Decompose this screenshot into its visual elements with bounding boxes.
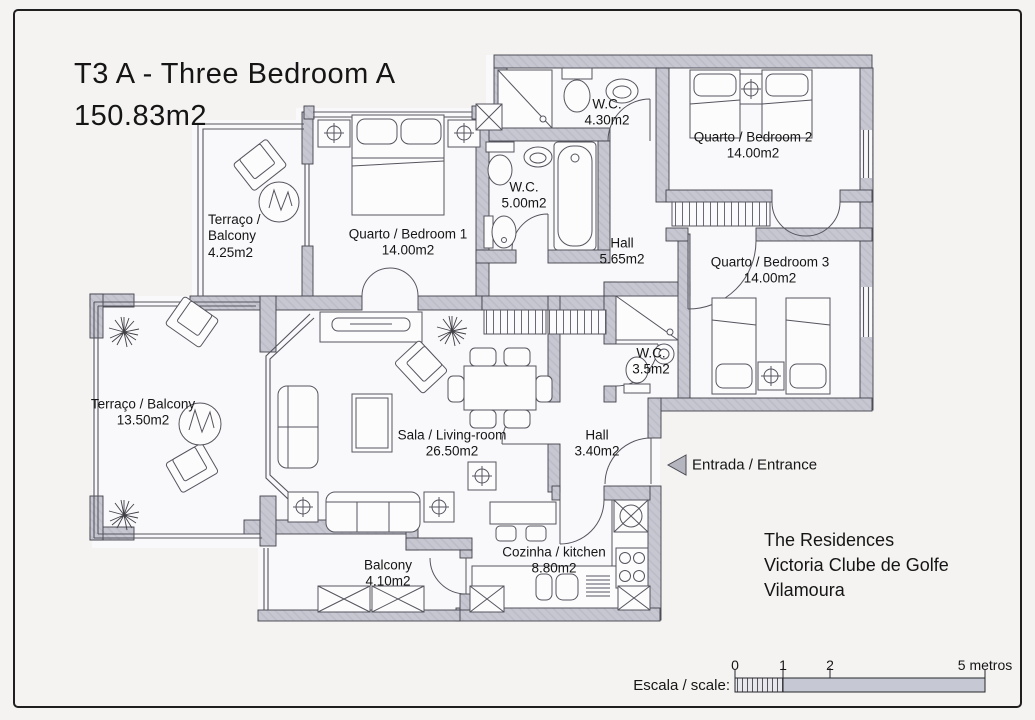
door-bedroom3 <box>687 240 757 310</box>
hob-icon <box>615 547 649 589</box>
sofa-icon <box>325 491 421 533</box>
shower-icon <box>615 295 679 341</box>
plan-title: T3 A - Three Bedroom A <box>74 58 396 90</box>
scale-tick-1: 1 <box>779 657 787 673</box>
window-bedroom3-east <box>861 287 872 337</box>
wardrobe-icon <box>483 201 771 335</box>
terrace-small-railing <box>197 123 304 296</box>
water-heater-icon <box>613 499 649 533</box>
plan-total-area: 150.83m2 <box>74 100 207 132</box>
scale-bar <box>734 668 986 693</box>
nightstand-icon <box>317 119 481 148</box>
room-label-wc-large: W.C.5.00m2 <box>501 179 547 211</box>
window-bedroom1-west <box>304 164 310 246</box>
project-line-1: The Residences <box>764 530 895 550</box>
scale-tick-0: 0 <box>731 657 739 673</box>
speaker-icon <box>287 461 497 523</box>
single-bed-icon <box>689 69 813 139</box>
scale-caption: Escala / scale: <box>633 677 730 694</box>
door-kitchen <box>559 499 605 545</box>
nightstand-icon <box>757 361 785 391</box>
door-balcony <box>429 557 467 595</box>
door-entrance <box>604 437 652 485</box>
sink-icon <box>605 78 639 104</box>
bidet-icon <box>483 215 517 249</box>
double-bed-icon <box>351 114 445 216</box>
sink-icon <box>523 146 553 168</box>
entrance-arrow-icon <box>666 454 687 476</box>
nightstand-icon <box>739 73 763 105</box>
balcony-railing <box>263 548 269 610</box>
toilet-icon <box>485 141 515 186</box>
kitchen-table-icon <box>489 501 557 542</box>
single-bed-icon <box>711 297 831 395</box>
shower-icon <box>497 69 553 129</box>
room-label-wc-small: W.C.3.5m2 <box>632 345 670 377</box>
door-bedroom1 <box>361 267 419 297</box>
tv-cabinet-icon <box>319 311 423 343</box>
scale-end-label: 5 metros <box>957 657 1013 673</box>
sink-icon <box>653 343 675 365</box>
door-bedroom2 <box>771 201 841 237</box>
room-label-wc-top: W.C.4.30m2 <box>584 96 630 128</box>
entrance-label: Entrada / Entrance <box>692 456 818 474</box>
toilet-icon <box>623 356 651 394</box>
scale-tick-2: 2 <box>826 657 834 673</box>
kitchen-sink-icon <box>535 573 610 601</box>
coffee-table-icon <box>351 393 393 453</box>
dining-table-icon <box>447 347 553 429</box>
project-line-3: Vilamoura <box>764 580 845 600</box>
door-wc-top <box>607 98 651 142</box>
planter-box-icon <box>317 103 651 613</box>
window-bedroom2-east <box>861 130 872 178</box>
round-table-icon <box>258 181 300 223</box>
round-table-icon <box>178 402 222 446</box>
bathtub-icon <box>553 141 597 251</box>
toilet-icon <box>561 67 593 113</box>
project-info: The Residences Victoria Clube de Golfe V… <box>764 528 949 603</box>
project-line-2: Victoria Clube de Golfe <box>764 555 949 575</box>
sofa-icon <box>277 385 319 469</box>
